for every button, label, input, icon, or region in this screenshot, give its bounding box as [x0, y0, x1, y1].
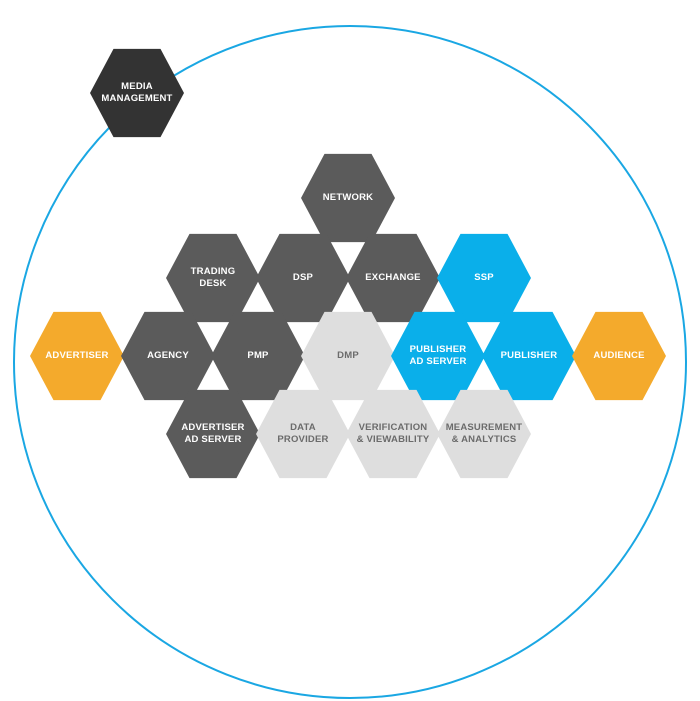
- hex-agency: AGENCY: [121, 311, 215, 401]
- hex-label: DATA PROVIDER: [277, 422, 329, 445]
- hex-label: TRADING DESK: [190, 266, 236, 289]
- hex-label: AUDIENCE: [593, 350, 645, 361]
- hex-label: MEASUREMENT & ANALYTICS: [445, 422, 523, 445]
- hex-label: VERIFICATION & VIEWABILITY: [356, 422, 430, 445]
- hex-label: PUBLISHER: [500, 350, 558, 361]
- hex-advertiser-ad-server: ADVERTISER AD SERVER: [166, 389, 260, 479]
- hex-label: AGENCY: [147, 350, 189, 361]
- hex-label: ADVERTISER: [45, 350, 109, 361]
- hex-label: DSP: [292, 272, 314, 283]
- hex-label: PMP: [247, 350, 269, 361]
- hex-label: EXCHANGE: [365, 272, 421, 283]
- hex-label: DMP: [337, 350, 359, 361]
- ecosystem-ring: [13, 25, 687, 699]
- hex-label: PUBLISHER AD SERVER: [409, 344, 467, 367]
- hex-label: SSP: [474, 272, 494, 283]
- hex-label: MEDIA MANAGEMENT: [101, 81, 173, 104]
- hex-label: NETWORK: [322, 192, 374, 203]
- hex-trading-desk: TRADING DESK: [166, 233, 260, 323]
- hex-audience: AUDIENCE: [572, 311, 666, 401]
- hex-label: ADVERTISER AD SERVER: [181, 422, 245, 445]
